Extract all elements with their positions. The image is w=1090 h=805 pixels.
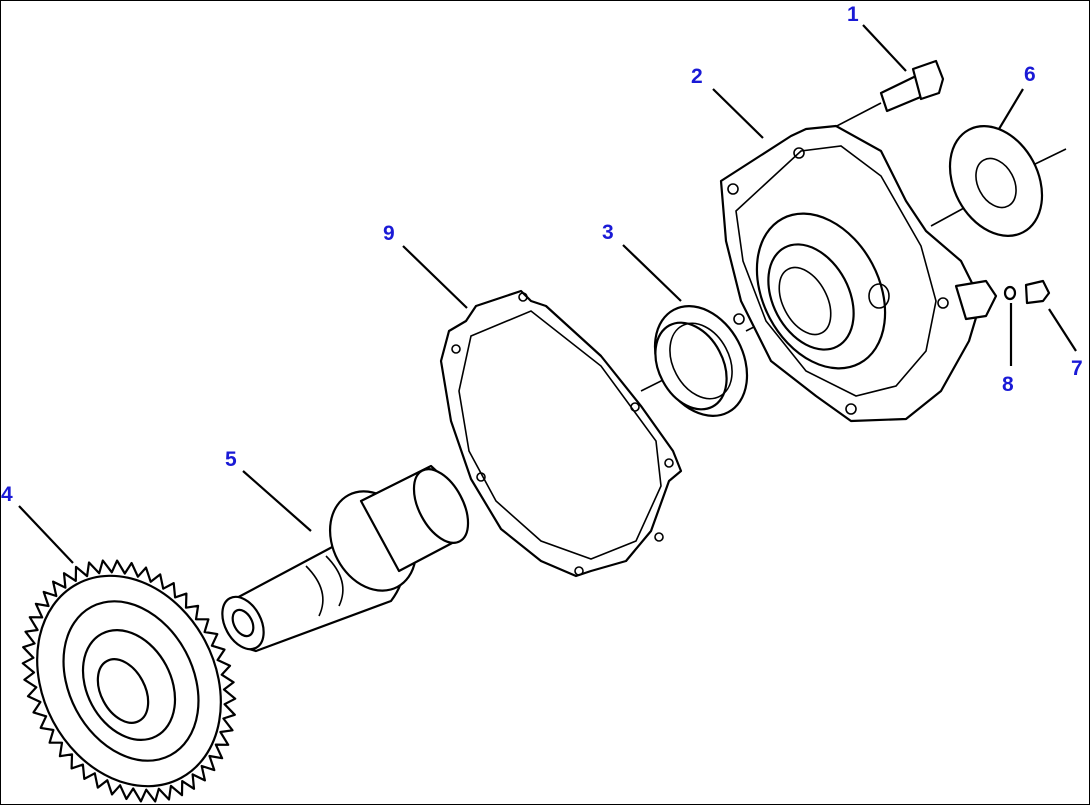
- plug-part: [1003, 279, 1051, 305]
- callout-7: 7: [1071, 357, 1083, 380]
- callout-8: 8: [1002, 373, 1014, 396]
- callout-3: 3: [602, 221, 614, 244]
- bolt-part: [879, 59, 945, 113]
- callout-2: 2: [691, 65, 703, 88]
- bearing-part: [653, 305, 749, 417]
- shaft-part: [221, 464, 470, 653]
- housing-part: [719, 124, 998, 423]
- callout-1: 1: [847, 3, 859, 26]
- callout-4: 4: [1, 483, 13, 506]
- callout-5: 5: [225, 448, 237, 471]
- leader-lines: [18, 24, 1077, 564]
- callout-labels: 1 2 3 4 5 6 7 8 9: [1, 3, 1083, 506]
- gasket-part: [439, 289, 683, 578]
- gear-part: [21, 559, 237, 803]
- seal-part: [948, 125, 1044, 237]
- callout-9: 9: [383, 222, 395, 245]
- callout-6: 6: [1024, 63, 1036, 86]
